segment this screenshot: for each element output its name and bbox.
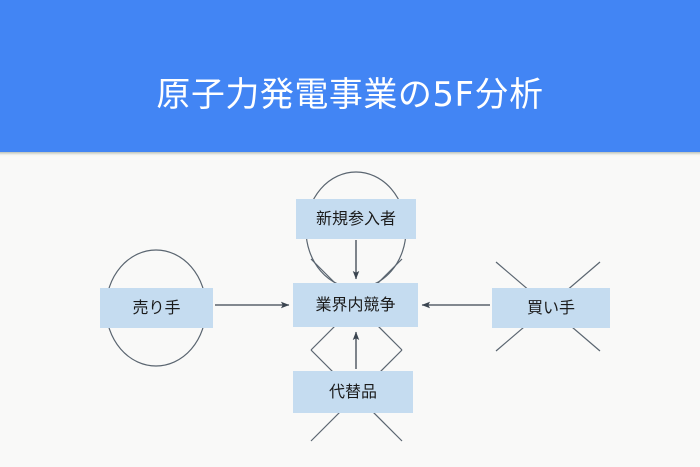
slide-header-bar bbox=[0, 0, 700, 152]
header-shadow bbox=[0, 152, 700, 157]
node-new-entrants-label: 新規参入者 bbox=[315, 209, 396, 228]
node-rivalry-label: 業界内競争 bbox=[315, 295, 396, 314]
node-new-entrants[interactable]: 新規参入者 bbox=[296, 199, 416, 239]
node-sellers[interactable]: 売り手 bbox=[100, 288, 213, 328]
node-buyers[interactable]: 買い手 bbox=[492, 288, 610, 328]
five-forces-diagram: 新規参入者 業界内競争 売り手 買い手 代替品 bbox=[0, 152, 700, 467]
node-substitutes[interactable]: 代替品 bbox=[293, 371, 413, 413]
node-substitutes-label: 代替品 bbox=[328, 382, 377, 401]
node-rivalry[interactable]: 業界内競争 bbox=[293, 283, 418, 327]
page-title: 原子力発電事業の5F分析 bbox=[156, 75, 544, 115]
node-buyers-label: 買い手 bbox=[526, 298, 575, 317]
node-sellers-label: 売り手 bbox=[132, 298, 181, 317]
